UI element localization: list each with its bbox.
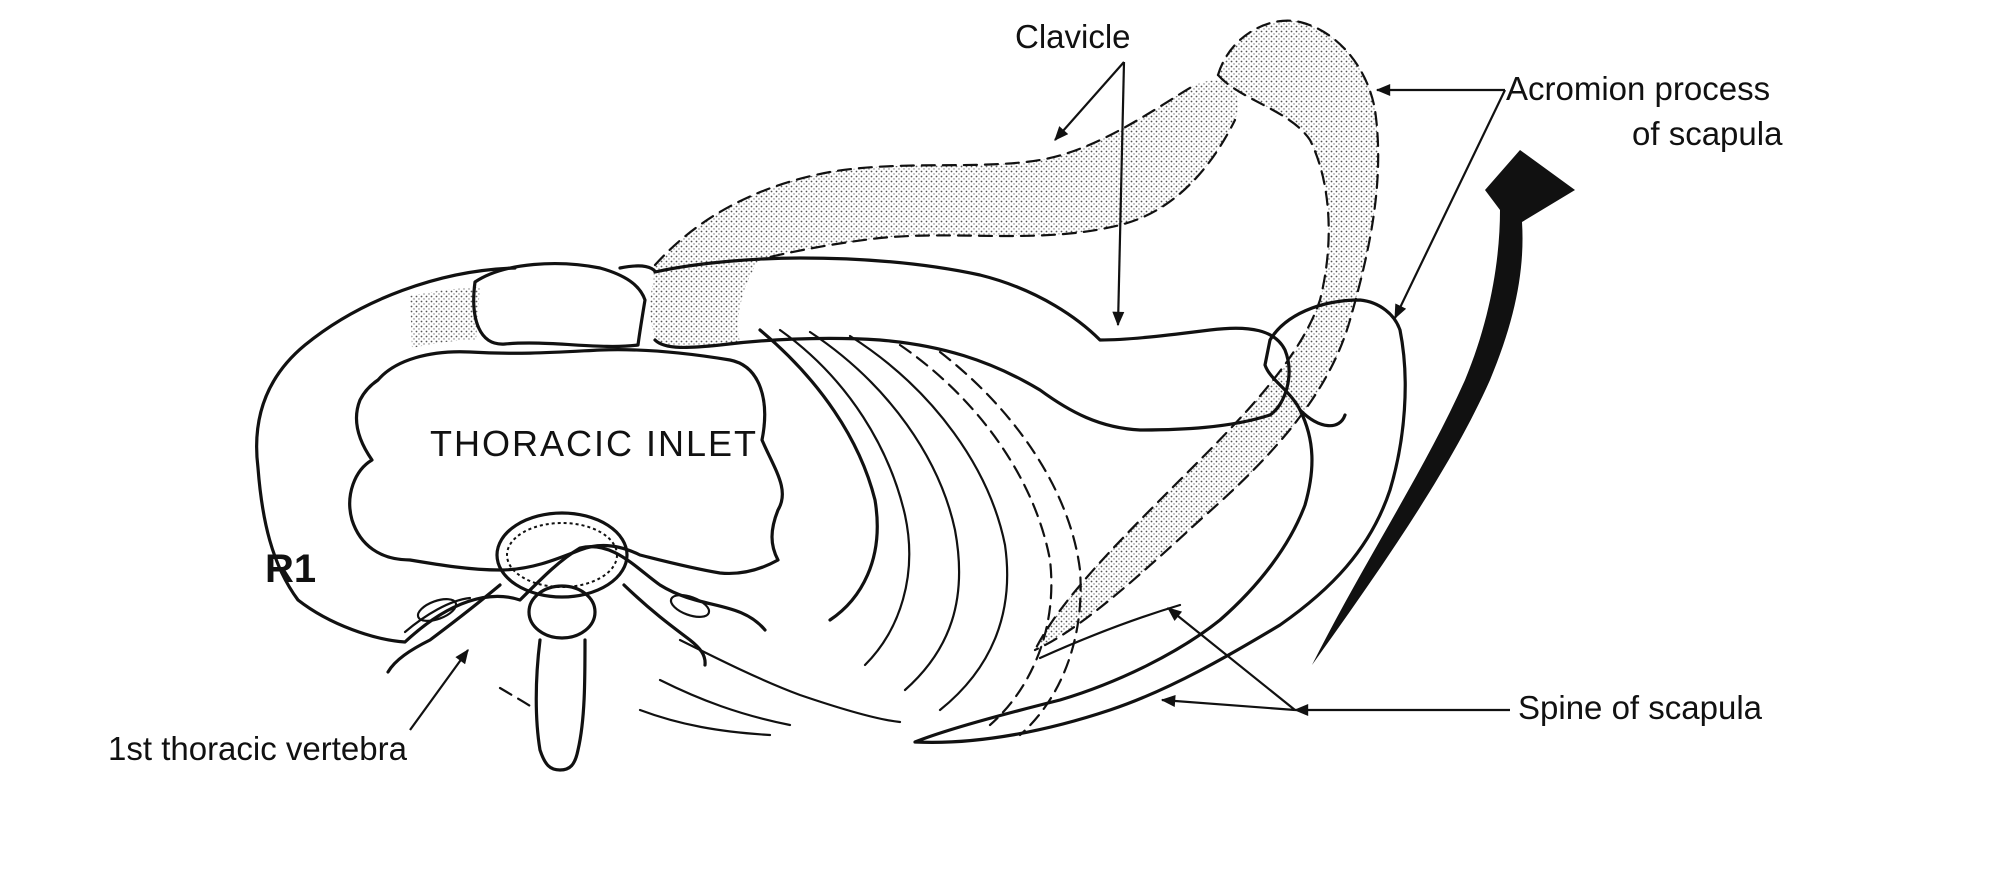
raised-acromion [1033, 19, 1380, 652]
rib-label: R1 [265, 547, 316, 591]
first-thoracic-vertebra [386, 511, 711, 772]
clavicle-resting [650, 256, 1291, 432]
thoracic-inlet-label: THORACIC INLET [430, 423, 758, 464]
leader-lines [409, 61, 1510, 731]
clavicle-label: Clavicle [1015, 18, 1131, 55]
acromion-label-line1: Acromion process [1506, 70, 1770, 107]
acromion-label-line2: of scapula [1632, 115, 1783, 152]
curved-layers [638, 328, 1082, 737]
elevation-arrow [1312, 150, 1575, 665]
vertebra-label: 1st thoracic vertebra [108, 730, 408, 767]
thoracic-inlet-outline [348, 348, 784, 576]
raised-clavicle [653, 80, 1239, 284]
first-rib [255, 262, 767, 644]
spine-of-scapula-label: Spine of scapula [1518, 689, 1763, 726]
